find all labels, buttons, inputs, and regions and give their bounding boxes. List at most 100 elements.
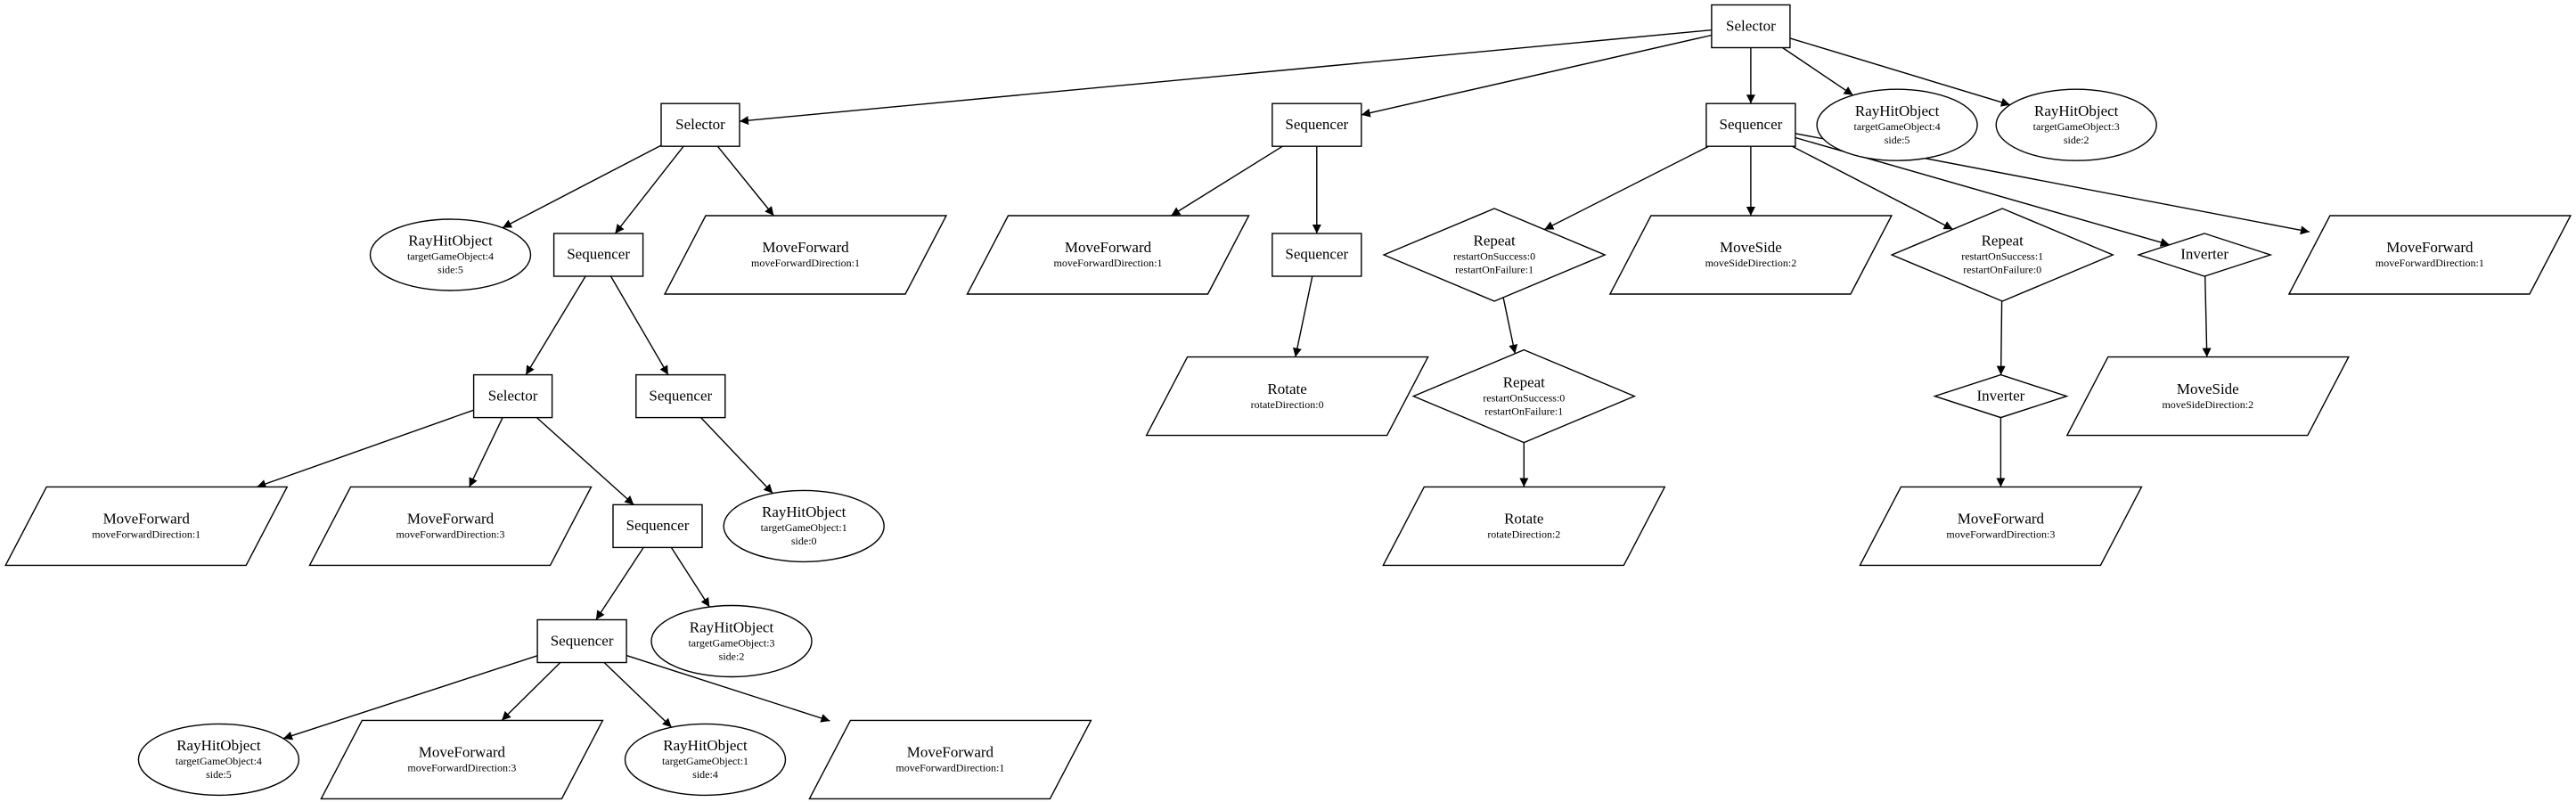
condition-shape: [1816, 88, 1978, 161]
edge-n24-n28: [595, 547, 644, 620]
sequencer-shape: [552, 233, 644, 277]
node-label: Selector: [488, 387, 538, 404]
sequencer-shape: [1272, 102, 1362, 147]
node-label: Sequencer: [1285, 246, 1348, 263]
condition-shape: [723, 489, 885, 563]
node-selector-n0: Selector: [1711, 4, 1791, 49]
node-param: targetGameObject:1: [662, 755, 748, 767]
selector-shape: [660, 102, 740, 147]
node-label: Repeat: [1503, 373, 1545, 390]
node-label: Sequencer: [1285, 116, 1348, 133]
action-shape: [966, 215, 1250, 295]
action-shape: [808, 719, 1092, 800]
action-shape: [320, 719, 604, 800]
condition-shape: [137, 723, 300, 797]
edge-n28-n30: [282, 655, 538, 741]
node-label: Sequencer: [626, 517, 690, 534]
node-label: Rotate: [1504, 511, 1543, 528]
node-label: RayHitObject: [690, 618, 774, 635]
selector-shape: [472, 373, 553, 419]
node-label: MoveForward: [1958, 511, 2045, 528]
node-label: Sequencer: [551, 632, 614, 649]
edge-n14-n21: [2202, 275, 2212, 357]
node-param: moveForwardDirection:1: [1054, 257, 1163, 269]
node-label: Repeat: [1982, 233, 2024, 250]
node-label: MoveForward: [103, 511, 191, 528]
node-param: restartOnSuccess:0: [1453, 250, 1535, 263]
edge-n0-n4: [1782, 46, 1853, 96]
repeat-shape: [1382, 208, 1607, 302]
node-param: side:5: [206, 768, 232, 781]
edge-n1-n6: [502, 144, 662, 229]
node-label: RayHitObject: [762, 503, 846, 520]
node-param: restartOnFailure:0: [1963, 264, 2041, 276]
edge-n7-n17: [609, 275, 669, 375]
node-label: Selector: [675, 116, 725, 133]
action-shape: [4, 486, 289, 567]
edge-n1-n7: [614, 145, 684, 234]
node-param: side:4: [692, 768, 718, 781]
node-sequencer-n10: Sequencer: [1272, 233, 1362, 277]
node-param: rotateDirection:2: [1487, 528, 1560, 541]
action-shape: [1145, 356, 1429, 437]
node-param: moveForwardDirection:3: [397, 528, 505, 541]
node-label: RayHitObject: [2034, 102, 2119, 119]
edge-n13-n20: [1996, 300, 2006, 375]
edge-n16-n23: [469, 417, 503, 487]
node-param: moveForwardDirection:1: [751, 257, 860, 269]
node-label: Sequencer: [567, 246, 630, 263]
edge-n0-n5: [1789, 37, 2011, 107]
edge-n17-n25: [700, 417, 773, 494]
node-param: side:0: [791, 535, 817, 547]
node-param: moveForwardDirection:1: [92, 528, 200, 541]
node-label: MoveForward: [907, 744, 994, 761]
node-label: RayHitObject: [663, 737, 748, 754]
edge-n3-n11: [1543, 145, 1709, 231]
node-label: RayHitObject: [408, 233, 493, 250]
node-param: moveSideDirection:2: [1705, 257, 1797, 269]
node-sequencer-n24: Sequencer: [612, 503, 703, 549]
condition-shape: [369, 218, 532, 291]
action-shape: [1608, 215, 1893, 295]
condition-shape: [624, 723, 787, 797]
node-sequencer-n3: Sequencer: [1705, 102, 1796, 147]
condition-shape: [650, 604, 813, 678]
sequencer-shape: [1272, 233, 1362, 277]
action-shape: [1382, 486, 1666, 567]
sequencer-shape: [536, 618, 627, 664]
node-repeat-n13: RepeatrestartOnSuccess:1restartOnFailure…: [1890, 208, 2115, 302]
inverter-shape: [1933, 373, 2069, 419]
node-label: Sequencer: [1719, 116, 1782, 133]
node-sequencer-n28: Sequencer: [536, 618, 627, 664]
node-inverter-n20: Inverter: [1933, 373, 2069, 419]
edge-n0-n2: [1361, 34, 1713, 118]
edge-n11-n19: [1502, 297, 1518, 354]
node-label: Rotate: [1267, 381, 1306, 397]
node-label: Sequencer: [649, 387, 712, 404]
action-shape: [1859, 486, 2143, 567]
action-shape: [2287, 215, 2572, 295]
node-label: Repeat: [1473, 233, 1515, 250]
node-label: Selector: [1726, 17, 1776, 34]
node-label: RayHitObject: [176, 737, 261, 754]
sequencer-shape: [612, 503, 703, 549]
node-label: Inverter: [2180, 246, 2228, 263]
node-param: targetGameObject:1: [761, 521, 847, 534]
node-label: MoveSide: [1720, 239, 1782, 256]
node-label: MoveForward: [1065, 239, 1152, 256]
edge-n2-n9: [1170, 145, 1283, 217]
node-label: RayHitObject: [1855, 102, 1940, 119]
condition-shape: [1995, 88, 2157, 161]
